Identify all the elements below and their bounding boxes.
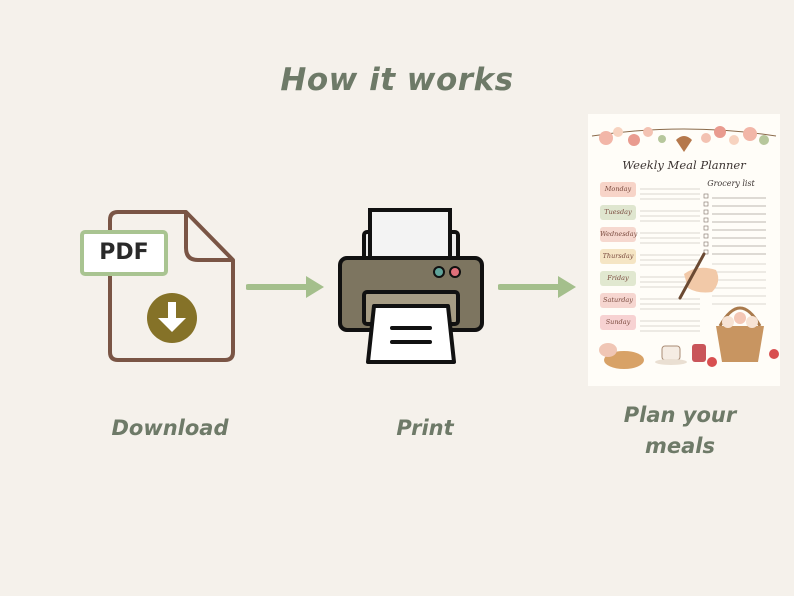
arrow-right-icon [246,276,324,298]
day-label-saturday: Saturday [600,293,636,308]
planner-title: Weekly Meal Planner [622,158,746,172]
day-label-friday: Friday [600,271,636,286]
step-label-plan: Plan your meals [600,400,760,462]
day-label-thursday: Thursday [600,249,636,264]
step-label-print: Print [396,416,454,440]
day-label-wednesday: Wednesday [600,227,637,242]
day-label-monday: Monday [600,182,636,197]
meal-planner-preview: Weekly Meal Planner Grocery list Monday … [588,114,780,386]
step-label-plan-line2: meals [645,434,715,458]
step-label-download: Download [111,416,229,440]
planner-illustration [591,126,779,369]
day-label-tuesday: Tuesday [600,205,636,220]
step-label-plan-line1: Plan your [623,403,737,427]
pdf-download-icon [80,210,235,362]
day-label-sunday: Sunday [600,315,636,330]
arrow-right-icon [498,276,576,298]
printer-icon [338,208,484,364]
page-title: How it works [280,62,514,98]
grocery-list-title: Grocery list [707,179,755,188]
pdf-badge-text: PDF [99,240,149,265]
